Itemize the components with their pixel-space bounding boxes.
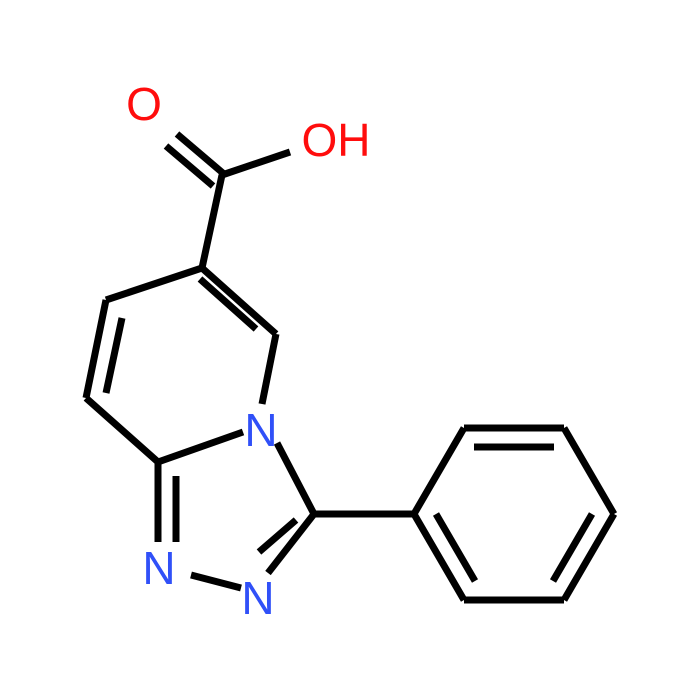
atom-label-triazole-n2: N [241, 572, 274, 624]
bond-c5-c6 [199, 265, 279, 337]
atom-label-hydroxyl: OH [302, 114, 371, 166]
bond-n-bridge-c5 [258, 333, 280, 405]
bond-c7-c8 [82, 299, 110, 399]
bond-c3-n2 [265, 511, 317, 576]
atom-label-triazole-n1: N [142, 542, 175, 594]
bond-cooh-c-to-carbonyl-o-2 [163, 143, 216, 189]
bond-ph-c4-c5 [560, 512, 618, 602]
bond-n2-n1 [190, 571, 242, 592]
bond-ph-c6-c1-inner [432, 512, 479, 583]
bond-c6-c7 [104, 264, 204, 304]
bond-ph-c6-c1 [410, 512, 468, 602]
bond-c8a-n-bridge [156, 428, 245, 466]
bond-ph-c1-c2 [410, 426, 468, 516]
bond-c8-c8a [83, 395, 161, 465]
bond-ph-c4-c5-inner [549, 512, 596, 583]
bond-c5-c6-inner [197, 276, 259, 332]
bond-c3-n2-inner [256, 517, 299, 555]
bond-ph-c3-c4 [560, 426, 618, 516]
bond-cooh-c-to-carbonyl-o-1 [174, 131, 227, 177]
bond-c7-c8-inner [102, 317, 126, 394]
bond-ring-c6-to-cooh-c [198, 174, 226, 269]
bond-cooh-c-to-oh [220, 148, 292, 179]
bond-n-bridge-c3 [273, 441, 318, 516]
atom-label-bridgehead-nitrogen: N [244, 404, 277, 456]
atom-label-carbonyl-oxygen: O [126, 78, 162, 130]
